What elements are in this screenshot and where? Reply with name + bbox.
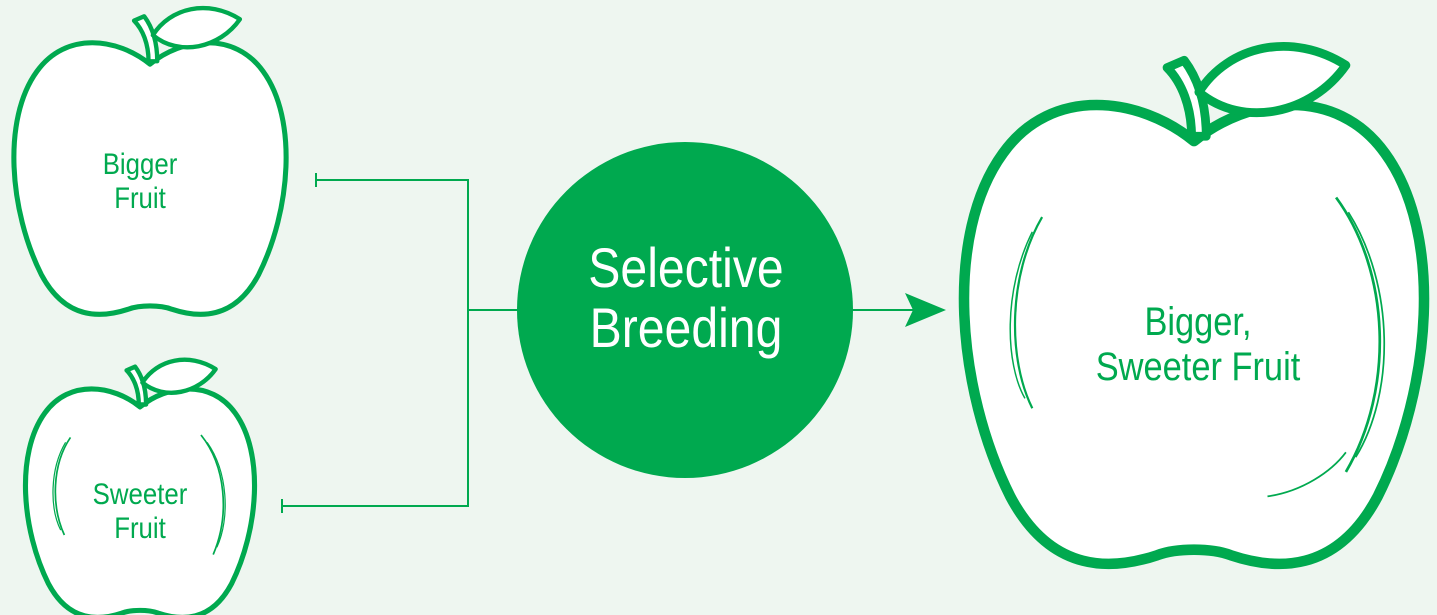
output-label-line1: Bigger, — [1144, 300, 1252, 344]
process-label-line2: Breeding — [589, 296, 783, 360]
input-label-bigger-fruit: Bigger Fruit — [88, 148, 191, 215]
arrow-head-icon — [905, 293, 946, 327]
arrow — [852, 293, 946, 327]
process-label: Selective Breeding — [542, 236, 831, 360]
input-label-line1: Sweeter — [92, 478, 188, 511]
output-label: Bigger, Sweeter Fruit — [1069, 300, 1327, 390]
process-label-line1: Selective — [588, 236, 784, 299]
input-label-line2: Fruit — [114, 181, 166, 215]
input-label-sweeter-fruit: Sweeter Fruit — [88, 478, 191, 545]
input-label-line1: Bigger — [102, 148, 178, 181]
connector-lines — [281, 173, 520, 513]
large-apple-icon — [958, 42, 1430, 570]
output-label-line2: Sweeter Fruit — [1095, 344, 1301, 389]
selective-breeding-circle — [517, 142, 853, 478]
apple-with-highlight-icon — [22, 357, 258, 615]
apple-icon — [11, 5, 289, 317]
input-label-line2: Fruit — [114, 511, 166, 545]
